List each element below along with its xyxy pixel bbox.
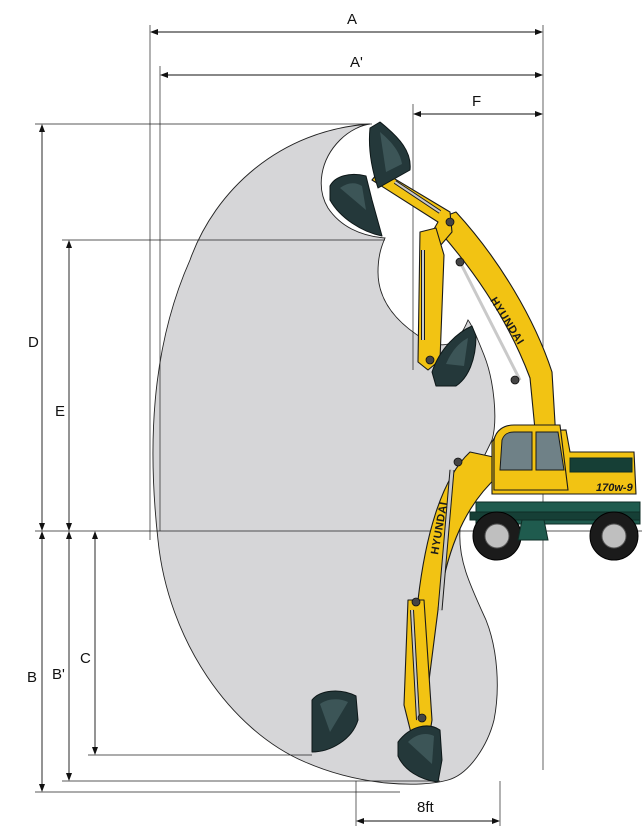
dimension-A: A (150, 11, 543, 35)
digging-boom-cylinder-rod (438, 469, 454, 611)
bucket-bottom-left (311, 690, 359, 753)
digging-pin-1 (453, 457, 463, 467)
cab-window-front (499, 431, 533, 471)
label-C: C (80, 650, 91, 667)
dimension-B: B (27, 531, 45, 792)
undercarriage-skirt (469, 511, 641, 521)
raised-pin-2 (455, 257, 465, 267)
dimension-A-prime: A' (160, 54, 543, 78)
label-F: F (472, 93, 481, 110)
label-B-prime: B' (52, 666, 65, 683)
raised-boom-cylinder-rod (458, 261, 522, 381)
digging-stick-cylinder-rod (411, 609, 419, 721)
raised-stick-cylinder-rod (394, 181, 441, 213)
label-D: D (28, 334, 39, 351)
excavator-body: 170w-9 (469, 424, 641, 561)
cab-window-side (535, 431, 565, 471)
label-E: E (55, 403, 65, 420)
label-A: A (347, 11, 357, 28)
counterweight-panel (569, 457, 633, 473)
dimension-D: D (28, 124, 45, 531)
lower-arm-assembly: HYUNDAI (403, 451, 499, 746)
dimension-C: C (80, 531, 98, 755)
outrigger (517, 519, 549, 541)
label-A-prime: A' (350, 54, 363, 71)
bucket-curled (431, 325, 477, 387)
raised-pin-4 (425, 355, 435, 365)
digging-pin-3 (417, 713, 427, 723)
raised-pin-1 (445, 217, 455, 227)
label-B: B (27, 669, 37, 686)
front-wheel-rim (484, 523, 510, 549)
digging-pin-2 (411, 597, 421, 607)
dimension-8ft: 8ft (356, 799, 500, 824)
bucket-bottom (397, 725, 443, 783)
dimension-B-prime: B' (52, 531, 72, 781)
bucket-top (369, 121, 411, 189)
dimension-E: E (55, 240, 72, 531)
dimension-F: F (413, 93, 543, 117)
bucket-upper-left (329, 173, 383, 237)
rear-wheel-rim (601, 523, 627, 549)
model-label: 170w-9 (596, 482, 634, 494)
label-8ft: 8ft (417, 799, 435, 816)
raised-pin-3 (510, 375, 520, 385)
upper-arm-assembly: HYUNDAI (371, 169, 557, 441)
